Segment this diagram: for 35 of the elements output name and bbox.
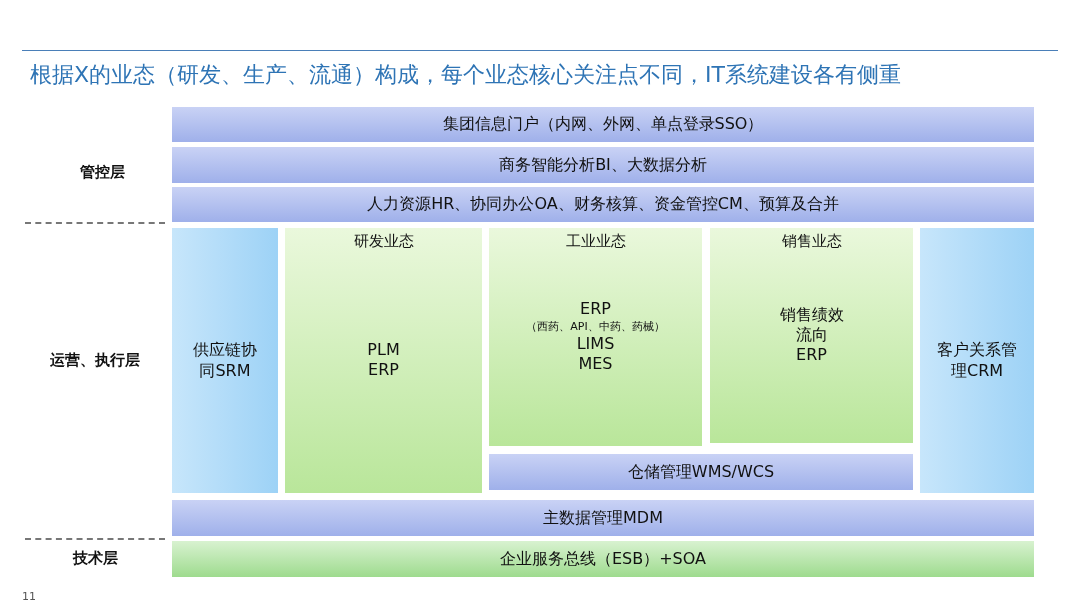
system-list: PLM ERP — [367, 340, 400, 380]
system-list: 销售绩效 — [779, 305, 844, 325]
system-column — [172, 228, 278, 493]
business-panel — [489, 228, 702, 446]
layer-band — [172, 107, 1034, 142]
slide-title: 根据X的业态（研发、生产、流通）构成，每个业态核心关注点不同，IT系统建设各有侧重 — [30, 61, 901, 89]
layer-text: 集团信息门户（内网、外网、单点登录SSO） — [442, 114, 764, 135]
layer-name: 技术层 — [73, 549, 118, 568]
layer-name: 运营、执行层 — [50, 351, 140, 370]
system-column — [920, 228, 1034, 493]
layer-text: 供应链协同SRM — [192, 339, 258, 382]
business-panel — [285, 228, 482, 493]
system-list: MES — [578, 354, 613, 374]
panel-heading: 工业业态 — [565, 232, 626, 251]
layer-band — [172, 147, 1034, 183]
layer-text: 客户关系管理CRM — [936, 339, 1018, 382]
business-panel — [710, 228, 913, 443]
layer-name: 管控层 — [80, 163, 125, 182]
layer-text: 商务智能分析BI、大数据分析 — [499, 154, 707, 176]
layer-text: 主数据管理MDM — [543, 507, 663, 529]
layer-text: 人力资源HR、协同办公OA、财务核算、资金管控CM、预算及合并 — [367, 194, 839, 215]
panel-heading: 销售业态 — [781, 232, 842, 251]
system-list: ERP — [580, 299, 611, 319]
layer-text: 仓储管理WMS/WCS — [627, 461, 775, 483]
note-text: （西药、API、中药、药械） — [526, 319, 665, 334]
layer-band — [172, 187, 1034, 222]
page-number: 11 — [22, 590, 36, 603]
system-list: LIMS — [576, 334, 615, 354]
layer-band — [172, 500, 1034, 536]
layer-band — [489, 454, 913, 490]
system-list: 流向 — [795, 325, 828, 345]
layer-text: 企业服务总线（ESB）+SOA — [499, 548, 707, 570]
panel-heading: 研发业态 — [353, 232, 414, 251]
system-list: ERP — [796, 345, 827, 365]
layer-band — [172, 541, 1034, 577]
